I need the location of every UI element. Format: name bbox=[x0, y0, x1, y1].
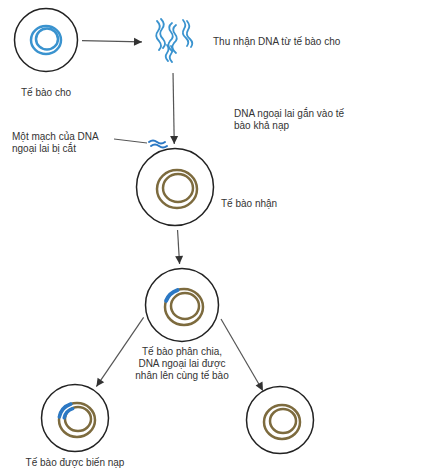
cell-node: Tế bào cho bbox=[13, 7, 79, 73]
process-arrow bbox=[170, 73, 178, 144]
cell-node: Tế bào được biến nạp bbox=[40, 383, 110, 453]
arrow-head bbox=[170, 136, 178, 144]
cell-caption: Tế bào được biến nạp bbox=[15, 457, 135, 469]
leader-line bbox=[114, 139, 147, 143]
cell-drawing bbox=[40, 383, 110, 453]
arrow-head bbox=[96, 378, 104, 387]
cell-caption: Thu nhận DNA từ tế bào cho bbox=[213, 36, 383, 48]
callout-label: Một mạch của DNA ngoại lai bị cắt bbox=[12, 131, 112, 155]
cell-drawing bbox=[135, 147, 215, 227]
arrow-line bbox=[173, 73, 174, 144]
arrow-head bbox=[175, 256, 183, 264]
cell-drawing bbox=[144, 267, 220, 343]
process-arrow bbox=[175, 230, 183, 264]
arrow-head bbox=[134, 38, 142, 46]
cell-node: Tế bào nhận bbox=[135, 147, 215, 227]
cell-node: Thu nhận DNA từ tế bào cho bbox=[145, 15, 200, 70]
cell-node: Tế bào phân chia, DNA ngoại lai được nhâ… bbox=[144, 267, 220, 343]
daughter-cell bbox=[247, 387, 314, 454]
process-arrow bbox=[82, 38, 142, 46]
cell-drawing bbox=[13, 7, 79, 73]
cell-drawing bbox=[145, 15, 200, 70]
cell-caption: Tế bào cho bbox=[3, 87, 89, 99]
cell-caption: Tế bào nhận bbox=[221, 198, 311, 210]
cell-caption: Tế bào phân chia, DNA ngoại lai được nhâ… bbox=[134, 346, 230, 382]
arrow-line bbox=[82, 41, 142, 42]
edge-label: DNA ngoại lai gắn vào tế bào khả nạp bbox=[234, 108, 352, 132]
